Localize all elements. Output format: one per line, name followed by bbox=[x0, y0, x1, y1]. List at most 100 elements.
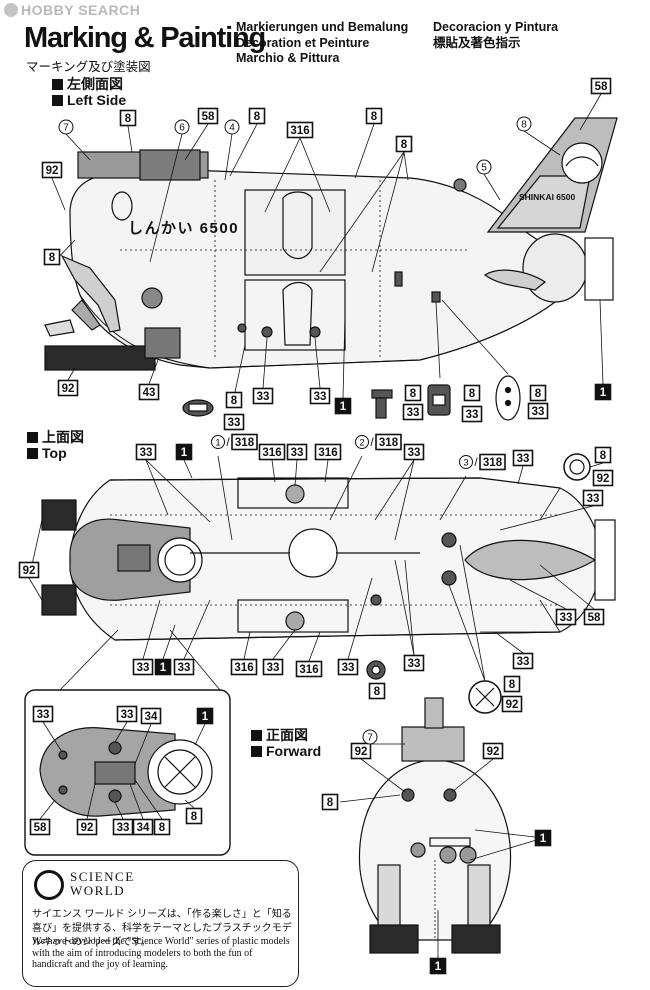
svg-text:92: 92 bbox=[597, 473, 610, 485]
svg-text:33: 33 bbox=[117, 822, 130, 834]
svg-text:316: 316 bbox=[234, 662, 253, 674]
hobby-logo-icon bbox=[4, 3, 18, 17]
svg-text:92: 92 bbox=[23, 565, 36, 577]
section-left-ja: 左側面図 bbox=[67, 76, 123, 92]
callout-c29: 33 bbox=[403, 443, 425, 461]
callout-c14: 1 bbox=[334, 397, 352, 415]
svg-text:8: 8 bbox=[521, 120, 527, 131]
page-title: Marking & Painting bbox=[24, 22, 266, 54]
svg-text:318: 318 bbox=[483, 457, 503, 469]
callout-n5: 5 bbox=[476, 159, 492, 175]
svg-text:92: 92 bbox=[487, 746, 500, 758]
callout-n4: 8 bbox=[516, 116, 532, 132]
callout-c25: 1 bbox=[175, 443, 193, 461]
callout-n6: 7 bbox=[362, 729, 378, 745]
manipulator-arm bbox=[60, 254, 121, 333]
callout-c15: 8 bbox=[225, 391, 243, 409]
svg-text:8: 8 bbox=[401, 139, 408, 151]
svg-text:1: 1 bbox=[181, 447, 188, 459]
callout-c62: 1 bbox=[534, 829, 552, 847]
section-forward: 正面図 Forward bbox=[251, 727, 321, 759]
svg-text:8: 8 bbox=[49, 252, 56, 264]
detail-inset bbox=[24, 689, 231, 856]
callout-c1: 8 bbox=[119, 109, 137, 127]
callout-c44: 33 bbox=[512, 652, 534, 670]
logo-line-1: SCIENCE bbox=[70, 869, 135, 884]
watermark-text: HOBBY SEARCH bbox=[21, 2, 141, 18]
callout-c60: 92 bbox=[482, 742, 504, 760]
callout-c18: 33 bbox=[402, 403, 424, 421]
svg-text:2: 2 bbox=[359, 438, 364, 449]
svg-text:33: 33 bbox=[408, 658, 421, 670]
callout-c50: 33 bbox=[116, 705, 138, 723]
thruster-housing bbox=[522, 233, 588, 303]
callout-c20: 33 bbox=[461, 405, 483, 423]
callout-c9: 8 bbox=[43, 248, 61, 266]
svg-text:33: 33 bbox=[407, 407, 420, 419]
svg-text:/: / bbox=[370, 435, 374, 449]
callout-c11: 43 bbox=[138, 383, 160, 401]
square-bullet-icon bbox=[251, 746, 262, 757]
top-view-leaders bbox=[28, 455, 604, 691]
lang-es: Decoracion y Pintura bbox=[433, 20, 559, 34]
callout-c35: 33 bbox=[173, 658, 195, 676]
square-bullet-icon bbox=[52, 95, 63, 106]
logo-line-2: WORLD bbox=[70, 883, 126, 898]
basket bbox=[44, 345, 156, 371]
callout-c53: 58 bbox=[29, 818, 51, 836]
science-world-logo-icon bbox=[34, 870, 64, 900]
svg-text:316: 316 bbox=[318, 447, 337, 459]
callout-c6: 8 bbox=[395, 135, 413, 153]
svg-text:316: 316 bbox=[299, 664, 318, 676]
section-left-side: 左側面図 Left Side bbox=[52, 76, 126, 108]
svg-text:7: 7 bbox=[63, 123, 69, 134]
callout-c30: 33 bbox=[512, 449, 534, 467]
left-side-leaders bbox=[51, 93, 604, 399]
callout-c41: 8 bbox=[368, 682, 386, 700]
svg-text:8: 8 bbox=[469, 388, 476, 400]
square-bullet-icon bbox=[52, 79, 63, 90]
svg-text:8: 8 bbox=[231, 395, 238, 407]
callout-c2: 58 bbox=[197, 107, 219, 125]
forward-leaders bbox=[339, 743, 544, 958]
svg-text:33: 33 bbox=[140, 447, 153, 459]
svg-text:/: / bbox=[226, 435, 230, 449]
svg-text:318: 318 bbox=[379, 437, 399, 449]
svg-text:33: 33 bbox=[342, 662, 355, 674]
callout-c40: 33 bbox=[403, 654, 425, 672]
svg-text:1: 1 bbox=[540, 833, 547, 845]
callout-c61: 8 bbox=[321, 793, 339, 811]
callout-c48: 92 bbox=[592, 469, 614, 487]
callout-c38: 316 bbox=[295, 660, 323, 678]
left-side-hull bbox=[44, 117, 618, 421]
svg-text:316: 316 bbox=[262, 447, 281, 459]
svg-text:8: 8 bbox=[374, 686, 381, 698]
square-bullet-icon bbox=[27, 448, 38, 459]
callout-c24: 33 bbox=[135, 443, 157, 461]
detail-leaders bbox=[39, 721, 206, 820]
svg-text:58: 58 bbox=[588, 612, 601, 624]
svg-text:33: 33 bbox=[267, 662, 280, 674]
svg-text:33: 33 bbox=[408, 447, 421, 459]
svg-text:33: 33 bbox=[560, 612, 573, 624]
section-top-en: Top bbox=[42, 445, 67, 461]
svg-text:1: 1 bbox=[340, 401, 347, 413]
svg-text:8: 8 bbox=[159, 822, 166, 834]
svg-text:33: 33 bbox=[178, 662, 191, 674]
svg-text:92: 92 bbox=[46, 165, 59, 177]
science-world-logo: SCIENCE WORLD bbox=[70, 870, 135, 898]
square-bullet-icon bbox=[251, 730, 262, 741]
callout-c56: 34 bbox=[132, 818, 154, 836]
callout-c52: 1 bbox=[196, 707, 214, 725]
svg-text:33: 33 bbox=[121, 709, 134, 721]
svg-text:33: 33 bbox=[517, 453, 530, 465]
svg-text:4: 4 bbox=[229, 123, 235, 134]
callout-c46: 92 bbox=[501, 695, 523, 713]
svg-text:7: 7 bbox=[367, 733, 373, 744]
science-world-ja: サイエンス ワールド シリーズは、「作る楽しさ」と「知る喜び」を提供する、科学を… bbox=[32, 909, 292, 948]
svg-text:318: 318 bbox=[235, 437, 255, 449]
callout-c7: 58 bbox=[590, 77, 612, 95]
svg-text:34: 34 bbox=[137, 822, 150, 834]
callout-c13: 33 bbox=[309, 387, 331, 405]
callout-c45: 8 bbox=[503, 675, 521, 693]
